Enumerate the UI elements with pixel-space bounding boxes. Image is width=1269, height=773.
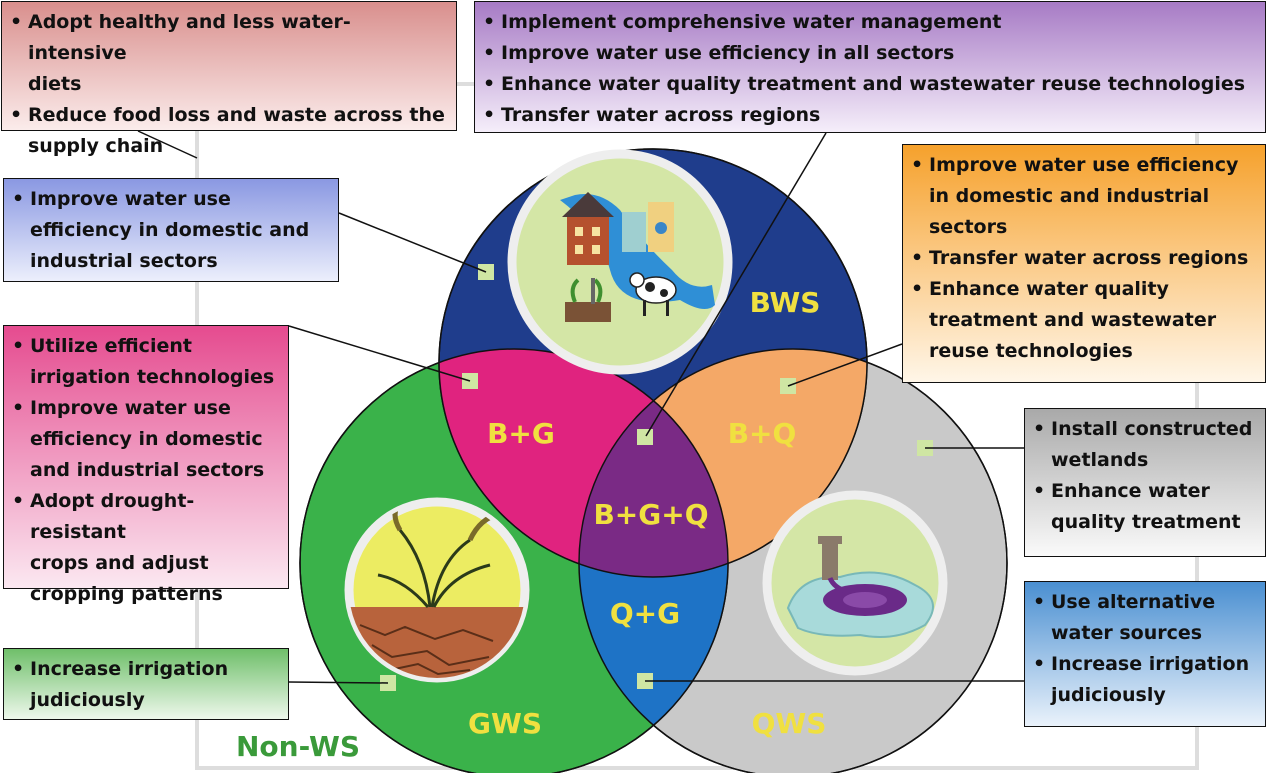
bullet-item: Enhance water quality treatment and waste… (911, 274, 1257, 367)
bullet-text-line: Enhance water (1051, 480, 1210, 502)
non-ws-label: Non-WS (236, 730, 360, 763)
bq-label: B+Q (728, 417, 797, 450)
bullet-item: Enhance water quality treatment (1033, 476, 1257, 538)
bullet-item: Increase irrigation judiciously (12, 654, 280, 716)
all-sectors-recommendations-box: Implement comprehensive water management… (474, 1, 1266, 133)
bullet-text-line: in domestic and industrial (929, 185, 1210, 207)
bullet-text-line: Enhance water quality (929, 278, 1169, 300)
bullet-text-line: quality treatment (1051, 511, 1241, 533)
bullet-text-line: Reduce food loss and waste across the (28, 104, 445, 126)
bullet-item: Adopt drought-resistant crops and adjust c… (12, 486, 280, 610)
bullet-item: Improve water use efficiency in domestic a… (12, 393, 280, 486)
bullet-item: Adopt healthy and less water-intensive di… (10, 7, 448, 100)
bg-recommendations-box: Utilize efficient irrigation technologies… (3, 325, 289, 605)
qg-recommendations-box: Use alternative water sourcesIncrease irr… (1024, 581, 1266, 727)
polluted-water-pipe-icon (762, 490, 948, 676)
bullet-text-line: Increase irrigation (30, 658, 229, 680)
bullet-item: Improve water use efficiency in all sect… (483, 38, 1257, 69)
bullet-text-line: irrigation technologies (30, 366, 275, 388)
bullet-item: Install constructed wetlands (1033, 414, 1257, 476)
gws-recommendations-box: Increase irrigation judiciously (3, 648, 289, 720)
bullet-list: Improve water use efficiency in domestic … (911, 150, 1257, 367)
qg-label: Q+G (610, 597, 680, 630)
bullet-text-line: Transfer water across regions (501, 104, 821, 126)
bullet-text-line: Enhance water quality treatment and wast… (501, 73, 1246, 95)
bullet-text-line: crops and adjust (30, 552, 209, 574)
bullet-text-line: Utilize efficient (30, 335, 192, 357)
bullet-item: Use alternative water sources (1033, 587, 1257, 649)
bullet-list: Use alternative water sourcesIncrease irr… (1033, 587, 1257, 711)
bullet-text-line: reuse technologies (929, 340, 1133, 362)
gws-label: GWS (468, 707, 542, 740)
bullet-text-line: Adopt healthy and less water-intensive (28, 11, 351, 64)
bullet-text-line: Improve water use efficiency (929, 154, 1239, 176)
bullet-text-line: supply chain (28, 135, 164, 157)
bullet-text-line: cropping patterns (30, 583, 223, 605)
bullet-text-line: judiciously (1051, 684, 1166, 706)
bullet-item: Transfer water across regions (911, 243, 1257, 274)
bullet-list: Install constructed wetlandsEnhance water… (1033, 414, 1257, 538)
bullet-text-line: efficiency in domestic and (30, 219, 310, 241)
bullet-list: Utilize efficient irrigation technologies… (12, 331, 280, 610)
bgq-marker (637, 429, 653, 445)
bullet-list: Implement comprehensive water management… (483, 7, 1257, 131)
bullet-text-line: Increase irrigation (1051, 653, 1250, 675)
bullet-text-line: Use alternative (1051, 591, 1216, 613)
connector-lines (137, 130, 1024, 684)
bws-label: BWS (750, 286, 821, 319)
bullet-text-line: Improve water use efficiency in all sect… (501, 42, 955, 64)
bullet-item: Implement comprehensive water management (483, 7, 1257, 38)
bullet-text-line: Adopt drought-resistant (30, 490, 195, 543)
bullet-text-line: water sources (1051, 622, 1203, 644)
bullet-text-line: Improve water use (30, 188, 231, 210)
bullet-text-line: industrial sectors (30, 250, 218, 272)
bws-recommendations-box: Improve water use efficiency in domestic … (3, 178, 339, 282)
bullet-text-line: wetlands (1051, 449, 1149, 471)
bullet-item: Transfer water across regions (483, 100, 1257, 131)
bq-recommendations-box: Improve water use efficiency in domestic … (902, 144, 1266, 383)
bullet-text-line: sectors (929, 216, 1008, 238)
diet-recommendations-box: Adopt healthy and less water-intensive di… (1, 1, 457, 157)
bg-label: B+G (487, 417, 555, 450)
house-factory-river-cow-icon (507, 149, 733, 375)
bullet-text-line: treatment and wastewater (929, 309, 1217, 331)
bullet-item: Improve water use efficiency in domestic … (12, 184, 330, 277)
bullet-list: Improve water use efficiency in domestic … (12, 184, 330, 277)
bullet-item: Reduce food loss and waste across the sup… (10, 100, 448, 162)
qws-label: QWS (752, 707, 827, 740)
bullet-item: Increase irrigation judiciously (1033, 649, 1257, 711)
bgq-region (579, 349, 728, 577)
bullet-item: Enhance water quality treatment and wast… (483, 69, 1257, 100)
bullet-text-line: Transfer water across regions (929, 247, 1249, 269)
bullet-text-line: Implement comprehensive water management (501, 11, 1002, 33)
bullet-item: Utilize efficient irrigation technologies (12, 331, 280, 393)
bullet-text-line: Install constructed (1051, 418, 1253, 440)
bullet-list: Increase irrigation judiciously (12, 654, 280, 716)
bgq-label: B+G+Q (593, 498, 708, 531)
bullet-text-line: judiciously (30, 689, 145, 711)
qws-recommendations-box: Install constructed wetlandsEnhance water… (1024, 408, 1266, 557)
bullet-text-line: Improve water use (30, 397, 231, 419)
bullet-list: Adopt healthy and less water-intensive di… (10, 7, 448, 162)
bullet-item: Improve water use efficiency in domestic … (911, 150, 1257, 243)
bullet-text-line: and industrial sectors (30, 459, 265, 481)
bullet-text-line: efficiency in domestic (30, 428, 263, 450)
bullet-text-line: diets (28, 73, 82, 95)
